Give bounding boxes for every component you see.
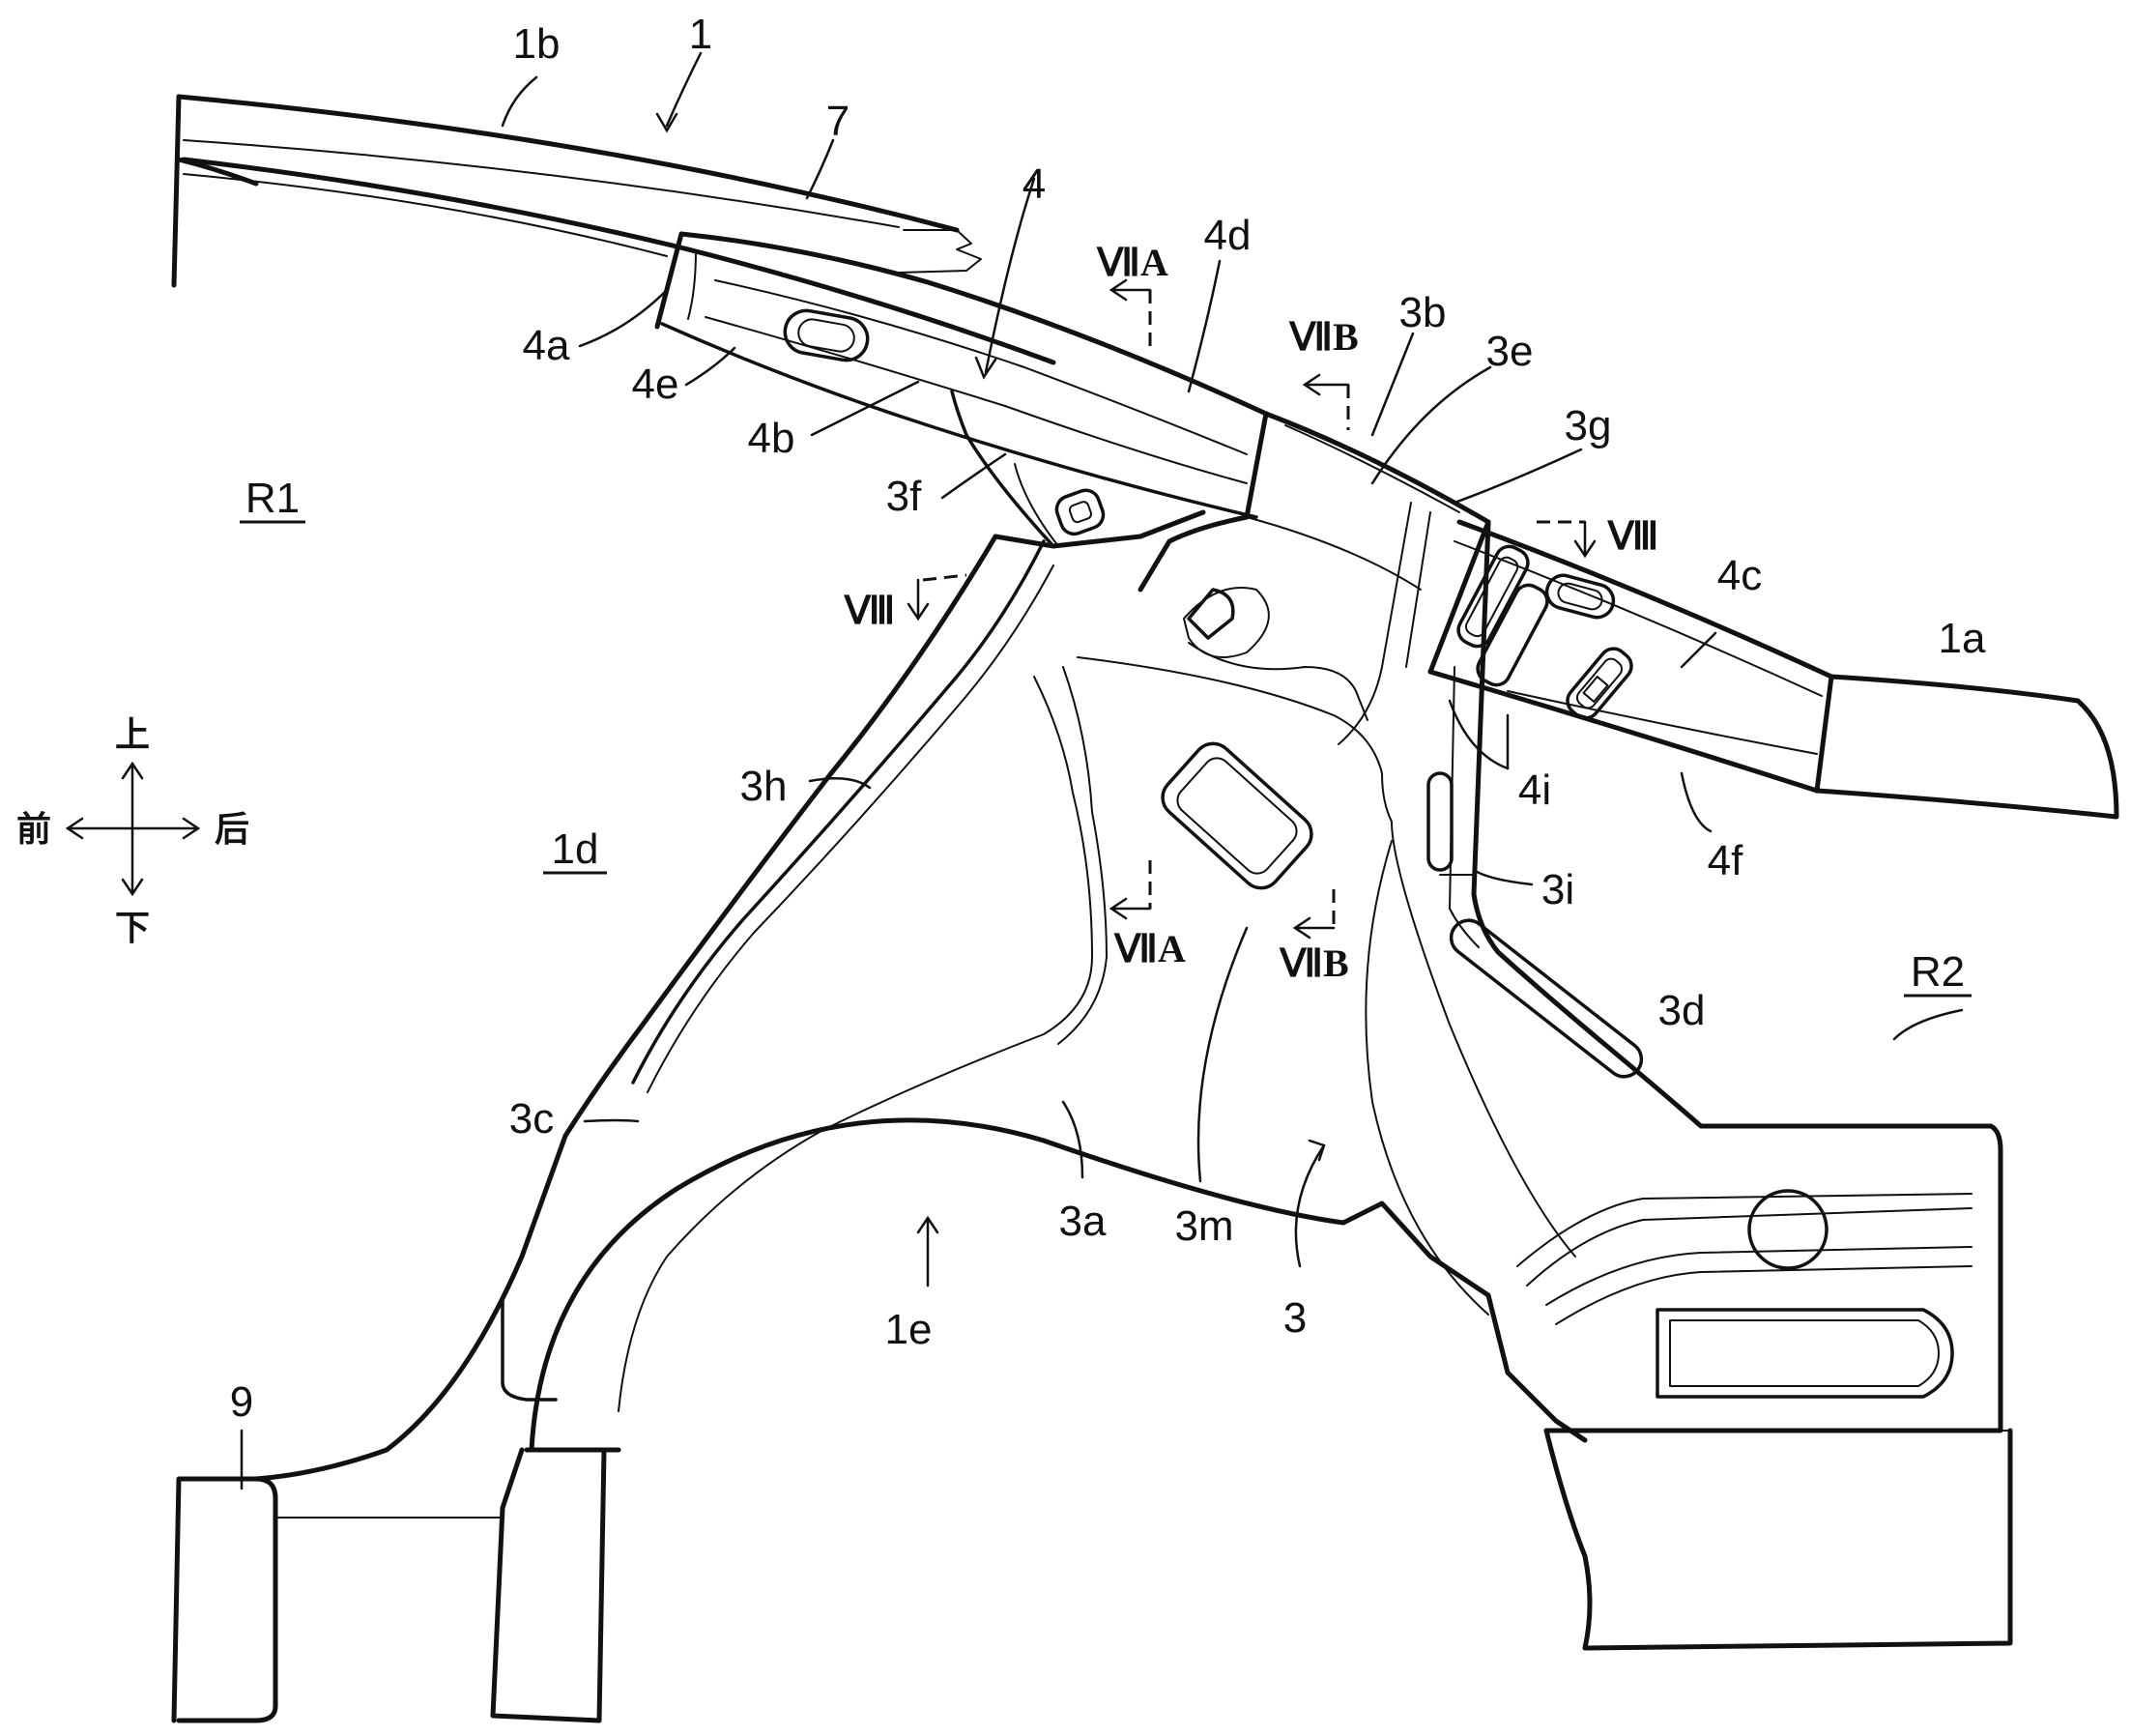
section-viib-bottom: ⅦB — [1279, 941, 1348, 985]
rear-reinforcement-4c — [1427, 519, 1834, 794]
label-3a: 3a — [1059, 1198, 1107, 1245]
label-1b: 1b — [513, 20, 561, 68]
upper-reinforcement-4 — [654, 231, 1269, 519]
direction-up: 上 — [115, 715, 150, 755]
label-3b: 3b — [1399, 289, 1447, 336]
label-3c: 3c — [509, 1095, 554, 1143]
direction-rear: 后 — [215, 810, 249, 850]
section-labels: ⅦA ⅦB Ⅷ Ⅷ ⅦA ⅦB — [844, 241, 1659, 985]
label-3h: 3h — [740, 763, 788, 810]
pillar-cap-3b — [1137, 411, 1549, 745]
section-viia-bottom: ⅦA — [1113, 927, 1186, 970]
lower-front-member-9 — [171, 1254, 621, 1723]
label-1e: 1e — [885, 1306, 933, 1353]
reference-labels: 1 1b 7 4 4d 4a 4e 4b 3f 3b 3e 3g 4c 1a 4… — [230, 11, 1986, 1426]
section-viia-top: ⅦA — [1096, 241, 1168, 284]
label-4a: 4a — [523, 322, 570, 369]
label-3g: 3g — [1565, 402, 1612, 449]
section-viib-top: ⅦB — [1288, 315, 1358, 359]
label-1: 1 — [689, 11, 712, 58]
label-3m: 3m — [1174, 1202, 1233, 1250]
hole-3m — [1161, 741, 1313, 890]
inner-panel-3 — [519, 390, 2013, 1651]
label-7: 7 — [826, 98, 850, 145]
label-1a: 1a — [1939, 615, 1986, 662]
label-R1: R1 — [245, 475, 300, 522]
rear-rail-1a — [1814, 674, 2119, 820]
label-9: 9 — [230, 1378, 253, 1426]
direction-indicator: 上 下 前 后 — [16, 715, 249, 948]
label-4i: 4i — [1518, 767, 1551, 814]
label-4: 4 — [1022, 160, 1046, 208]
direction-down: 下 — [115, 909, 150, 948]
label-3e: 3e — [1486, 328, 1534, 375]
label-4b: 4b — [748, 415, 795, 462]
label-3: 3 — [1283, 1294, 1307, 1342]
label-4f: 4f — [1708, 837, 1743, 884]
label-3f: 3f — [886, 473, 922, 520]
direction-front: 前 — [16, 810, 51, 850]
label-4c: 4c — [1717, 552, 1762, 599]
section-viii-left: Ⅷ — [844, 589, 896, 632]
oval-hole-4 — [783, 308, 870, 362]
section-markers — [907, 278, 1597, 940]
roof-side-rail — [171, 94, 1056, 365]
section-viii-right: Ⅷ — [1607, 514, 1659, 558]
label-1d: 1d — [552, 825, 599, 873]
leader-lines — [240, 51, 1964, 1490]
label-R2: R2 — [1911, 948, 1965, 996]
label-3d: 3d — [1658, 987, 1706, 1034]
label-4d: 4d — [1204, 212, 1252, 259]
label-4e: 4e — [632, 361, 679, 408]
label-3i: 3i — [1541, 866, 1574, 913]
